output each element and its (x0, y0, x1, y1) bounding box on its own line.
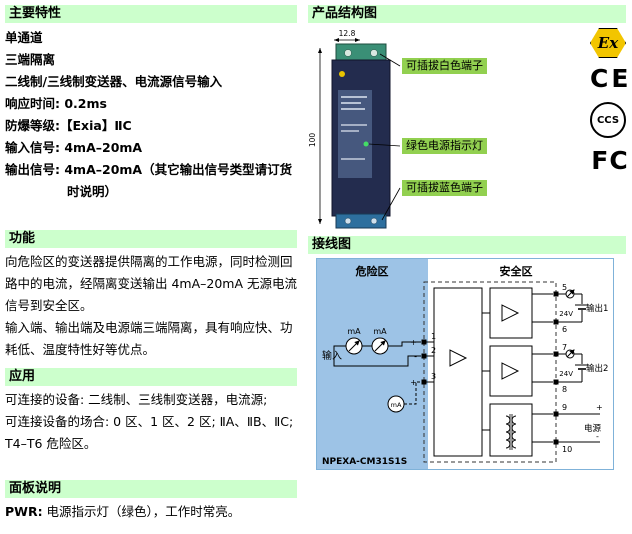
power-label: 电源 (584, 423, 602, 434)
ma-label: mA (391, 401, 402, 409)
amplifier-symbol (501, 304, 520, 322)
application-line: 可连接的设备: 二线制、三线制变送器，电流源; (5, 392, 268, 407)
polarity-sign: + (410, 378, 417, 387)
feature-line: 响应时间: 0.2ms (5, 96, 107, 111)
callout-white-terminal: 可插拔白色端子 (402, 58, 487, 74)
ce-certification-icon: CE (590, 64, 632, 93)
pwr-line: PWR: 电源指示灯（绿色），工作时常亮。 (5, 501, 297, 523)
callout-leader (381, 187, 401, 221)
module-ex-dot (339, 71, 345, 77)
module-bottom-terminal (335, 213, 387, 229)
function-header: 功能 (5, 230, 297, 248)
output1-stage-block (489, 287, 533, 339)
input-label: 输入 (322, 349, 342, 362)
callout-leader (368, 143, 401, 147)
device-boundary (423, 281, 557, 463)
terminal-9 (553, 411, 559, 417)
output2-stage-block (489, 345, 533, 397)
wiring-diagram: 危险区 安全区 + - + 1 2 3 输入 mA (316, 258, 614, 470)
terminal-2-number: 2 (431, 346, 436, 355)
panel-text: PWR: 电源指示灯（绿色），工作时常亮。 (5, 501, 297, 523)
voltage-label: 24V (559, 370, 573, 378)
terminal-6-number: 6 (562, 325, 567, 334)
dim-side-label: 100 (308, 133, 317, 148)
feature-line: 单通道 (5, 30, 43, 45)
amplifier-symbol (501, 362, 520, 380)
terminal-6 (553, 319, 559, 325)
terminal-7 (553, 351, 559, 357)
terminal-5-number: 5 (562, 283, 567, 292)
feature-line: 二线制/三线制变送器、电流源信号输入 (5, 74, 223, 89)
terminal-5 (553, 291, 559, 297)
pwr-label: PWR: (5, 504, 43, 519)
terminal-7-number: 7 (562, 343, 567, 352)
feature-line: 输出信号: 4mA–20mA（其它输出信号类型请订货时说明） (5, 162, 293, 199)
output1-label: 输出1 (586, 303, 608, 314)
callout-power-led: 绿色电源指示灯 (402, 138, 487, 154)
structure-header: 产品结构图 (308, 5, 626, 23)
module-power-led (363, 141, 369, 147)
ma-label: mA (373, 327, 387, 336)
hazard-zone (317, 259, 428, 469)
power-stage-block (489, 403, 533, 457)
ma-label: mA (347, 327, 361, 336)
terminal-1 (421, 339, 427, 345)
output2-label: 输出2 (586, 363, 608, 374)
input-stage-block (433, 287, 483, 457)
feature-line: 防爆等级:【Exia】ⅡC (5, 118, 132, 133)
amplifier-symbol (449, 349, 468, 367)
features-header: 主要特性 (5, 5, 297, 23)
ex-certification-icon: Ex (590, 28, 626, 58)
module-label-area (338, 90, 372, 178)
terminal-1-number: 1 (431, 332, 436, 341)
callout-leader (379, 53, 401, 67)
voltage-label: 24V (559, 310, 573, 318)
polarity-sign: - (596, 432, 599, 441)
pwr-desc: 电源指示灯（绿色），工作时常亮。 (42, 504, 241, 519)
fcc-certification-icon: FC (591, 146, 629, 175)
features-list: 单通道 三端隔离 二线制/三线制变送器、电流源信号输入 响应时间: 0.2ms … (5, 27, 297, 203)
terminal-8-number: 8 (562, 385, 567, 394)
safe-zone-label: 安全区 (500, 264, 533, 278)
wiring-figure: 危险区 安全区 + - + 1 2 3 输入 mA (316, 258, 616, 472)
function-paragraph: 输入端、输出端及电源端三端隔离，具有响应快、功耗低、温度特性好等优点。 (5, 320, 293, 357)
transformer-coil (511, 415, 517, 449)
wiring-header: 接线图 (308, 236, 626, 254)
current-source-wire (404, 381, 421, 405)
function-text: 向危险区的变送器提供隔离的工作电源，同时检测回路中的电流，经隔离变送输出 4mA… (5, 251, 297, 361)
polarity-sign: + (596, 403, 603, 412)
terminal-8 (553, 379, 559, 385)
product-drawing: 12.8 100 (308, 29, 401, 229)
terminal-2 (421, 353, 427, 359)
hazard-zone-label: 危险区 (355, 264, 389, 278)
application-text: 可连接的设备: 二线制、三线制变送器，电流源; 可连接设备的场合: 0 区、1 … (5, 389, 297, 455)
model-number: NPEXA-CM31S1S (322, 457, 407, 467)
terminal-9-number: 9 (562, 403, 567, 412)
ccs-certification-icon: CCS (590, 102, 626, 138)
terminal-3 (421, 379, 427, 385)
application-header: 应用 (5, 368, 297, 386)
terminal-10 (553, 439, 559, 445)
transformer-coil (505, 415, 511, 449)
function-paragraph: 向危险区的变送器提供隔离的工作电源，同时检测回路中的电流，经隔离变送输出 4mA… (5, 254, 298, 313)
feature-line: 输入信号: 4mA–20mA (5, 140, 143, 155)
module-top-terminal (335, 43, 387, 63)
terminal-10-number: 10 (562, 445, 572, 454)
panel-header: 面板说明 (5, 480, 297, 498)
callout-blue-terminal: 可插拔蓝色端子 (402, 180, 487, 196)
dim-top-label: 12.8 (339, 29, 356, 38)
product-structure-figure: 12.8 100 可插拔白色端子 绿色电源指示灯 可插拔蓝色端子 Ex CE C… (308, 28, 628, 234)
application-line: 可连接设备的场合: 0 区、1 区、2 区; ⅡA、ⅡB、ⅡC; T4–T6 危… (5, 414, 294, 451)
feature-line: 三端隔离 (5, 52, 56, 67)
terminal-3-number: 3 (431, 372, 436, 381)
